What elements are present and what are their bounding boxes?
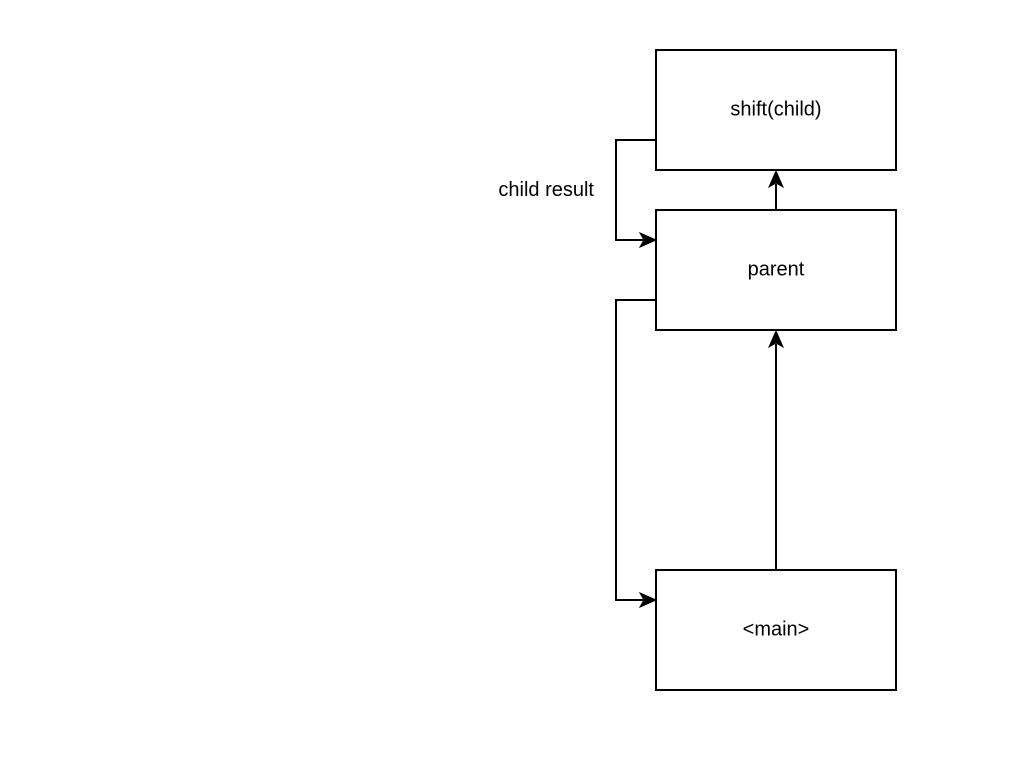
- child-result-label: child result: [498, 179, 594, 201]
- edge-child-result: [615, 139, 658, 249]
- node-shift-child-label: shift(child): [730, 98, 821, 120]
- arrowhead-right-icon: [638, 591, 658, 609]
- edge-parent-to-main: [615, 299, 658, 609]
- node-parent-label: parent: [748, 258, 805, 280]
- node-main: <main>: [655, 569, 897, 691]
- arrowhead-right-icon: [638, 231, 658, 249]
- node-main-label: <main>: [743, 618, 810, 640]
- node-parent: parent: [655, 209, 897, 331]
- node-shift-child: shift(child): [655, 49, 897, 171]
- arrowhead-up-icon: [767, 169, 785, 189]
- edge-parent-to-shift-child: [767, 169, 785, 209]
- edge-main-to-parent: [767, 329, 785, 569]
- arrowhead-up-icon: [767, 329, 785, 349]
